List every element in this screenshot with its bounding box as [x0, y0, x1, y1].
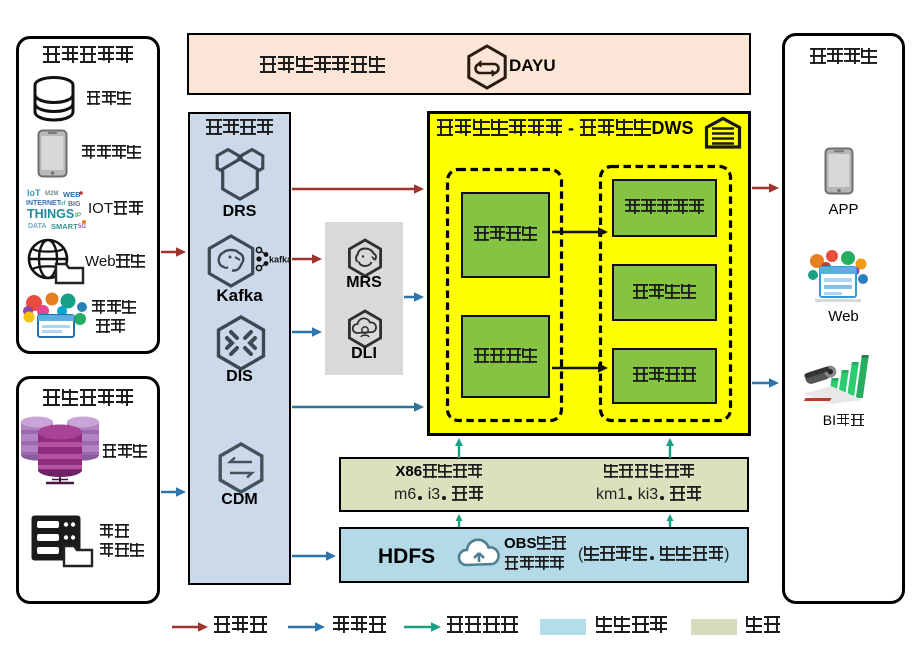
svg-text:BIG: BIG: [68, 201, 81, 208]
svg-text:SMART: SMART: [51, 222, 78, 231]
svg-text:IoT: IoT: [27, 188, 41, 198]
svg-text:DATA: DATA: [28, 223, 46, 230]
svg-text:of: of: [60, 201, 67, 207]
svg-text:IP: IP: [75, 212, 82, 219]
svg-text:5G: 5G: [78, 224, 86, 230]
svg-text:THINGS: THINGS: [27, 207, 74, 221]
svg-text:M2M: M2M: [45, 191, 58, 197]
svg-text:kafka: kafka: [269, 255, 291, 265]
svg-text:INTERNET: INTERNET: [26, 200, 62, 207]
svg-text:WEB: WEB: [63, 190, 81, 199]
